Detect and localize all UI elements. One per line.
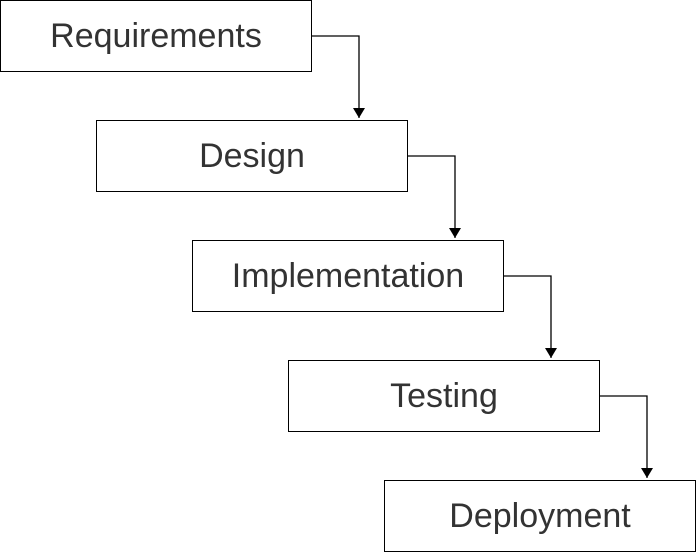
stage-deployment: Deployment [384, 480, 696, 552]
stage-design: Design [96, 120, 408, 192]
stage-implementation: Implementation [192, 240, 504, 312]
stage-label-requirements: Requirements [50, 16, 262, 55]
connector-requirements-to-design [312, 35, 365, 118]
connector-implementation-to-testing [504, 275, 557, 358]
stage-testing: Testing [288, 360, 600, 432]
stage-label-design: Design [199, 136, 305, 175]
stage-requirements: Requirements [0, 0, 312, 72]
stage-label-deployment: Deployment [449, 496, 631, 535]
connector-testing-to-deployment [600, 395, 653, 478]
stage-label-implementation: Implementation [231, 256, 465, 295]
connector-design-to-implementation [408, 155, 461, 238]
stage-label-testing: Testing [390, 376, 498, 415]
